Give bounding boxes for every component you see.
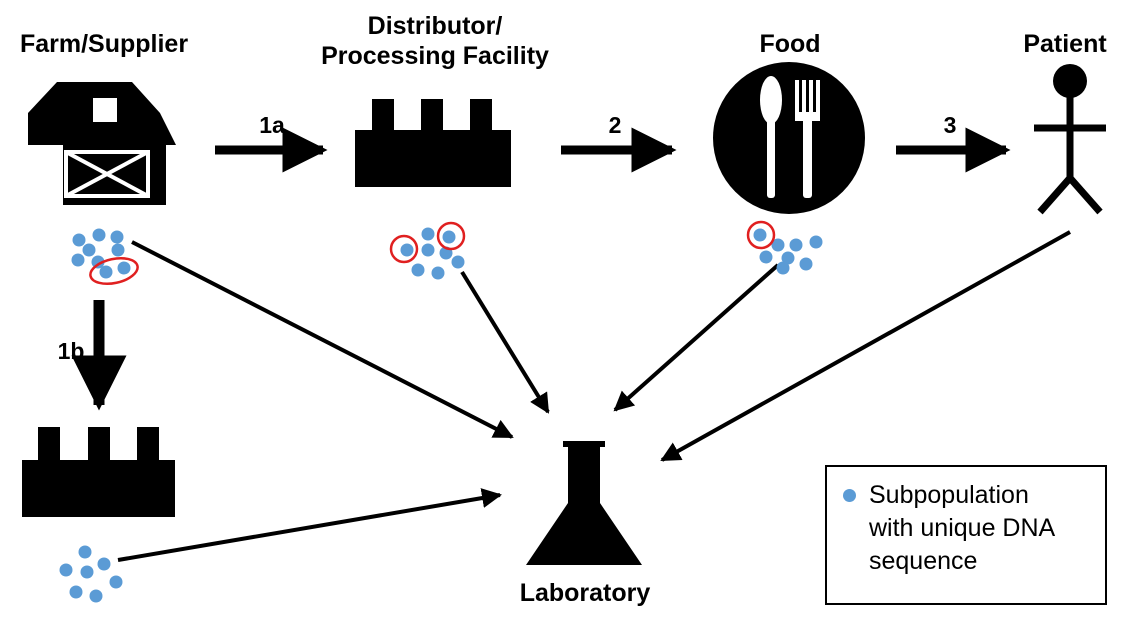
patient-icon [1034,64,1106,215]
subpopulation-dot [89,589,103,603]
subpopulation-dot [82,243,96,257]
distributor-subpopulation-cluster [400,227,465,280]
subpopulation-dot [442,230,456,244]
factory-icon-1b [22,427,175,517]
subpopulation-dot [97,557,111,571]
legend-dot-icon [843,489,856,502]
subpopulation-dot [781,251,795,265]
plate-utensils-icon [713,62,865,214]
subpopulation-dot [421,243,435,257]
subpopulation-dot [78,545,92,559]
subpopulation-dot [789,238,803,252]
processing-1b-subpopulation-cluster [59,545,123,603]
food-subpopulation-cluster [753,228,823,275]
subpopulation-dot [809,235,823,249]
subpopulation-dot [80,565,94,579]
step-2-label: 2 [608,112,622,138]
arrow-patient-to-lab [660,230,1071,462]
patient-label: Patient [1023,30,1107,58]
subpopulation-dot [771,238,785,252]
subpopulation-dot [109,575,123,589]
farm-supplier-label: Farm/Supplier [19,30,189,58]
laboratory-flask-icon [526,441,642,565]
farm-highlight-oval [89,256,139,286]
laboratory-label: Laboratory [519,579,651,607]
subpopulation-dot [776,261,790,275]
subpopulation-dot [71,253,85,267]
subpopulation-dot [91,255,105,269]
subpopulation-dot [431,266,445,280]
subpopulation-dot [753,228,767,242]
arrow-distributor-to-lab [460,270,550,414]
subpopulation-dot [799,257,813,271]
distributor-highlight-circle-left [389,234,419,264]
barn-icon [28,82,176,205]
step-3-label: 3 [943,112,957,138]
subpopulation-dot [400,243,414,257]
subpopulation-dot [117,261,131,275]
step-1a-label: 1a [259,112,285,138]
food-label: Food [759,30,821,58]
subpopulation-dot [451,255,465,269]
subpopulation-dot [111,243,125,257]
farm-subpopulation-cluster [71,228,131,279]
subpopulation-dot [59,563,73,577]
subpopulation-dot [72,233,86,247]
subpopulation-dot [92,228,106,242]
arrow-food-to-lab [613,263,780,412]
distributor-highlight-circle-right [436,221,466,251]
subpopulation-dot [421,227,435,241]
legend-box: Subpopulation with unique DNA sequence [825,465,1107,605]
subpopulation-dot [110,230,124,244]
food-highlight-circle [746,220,776,250]
subpopulation-dot [411,263,425,277]
legend-text: Subpopulation with unique DNA sequence [869,481,1056,575]
distributor-processing-label: Distributor/ Processing Facility [321,12,549,70]
subpopulation-dot [99,265,113,279]
subpopulation-dot [759,250,773,264]
arrow-farm-to-lab [131,240,514,439]
factory-icon [355,99,511,187]
subpopulation-dot [69,585,83,599]
arrow-1b-to-lab [117,488,502,562]
